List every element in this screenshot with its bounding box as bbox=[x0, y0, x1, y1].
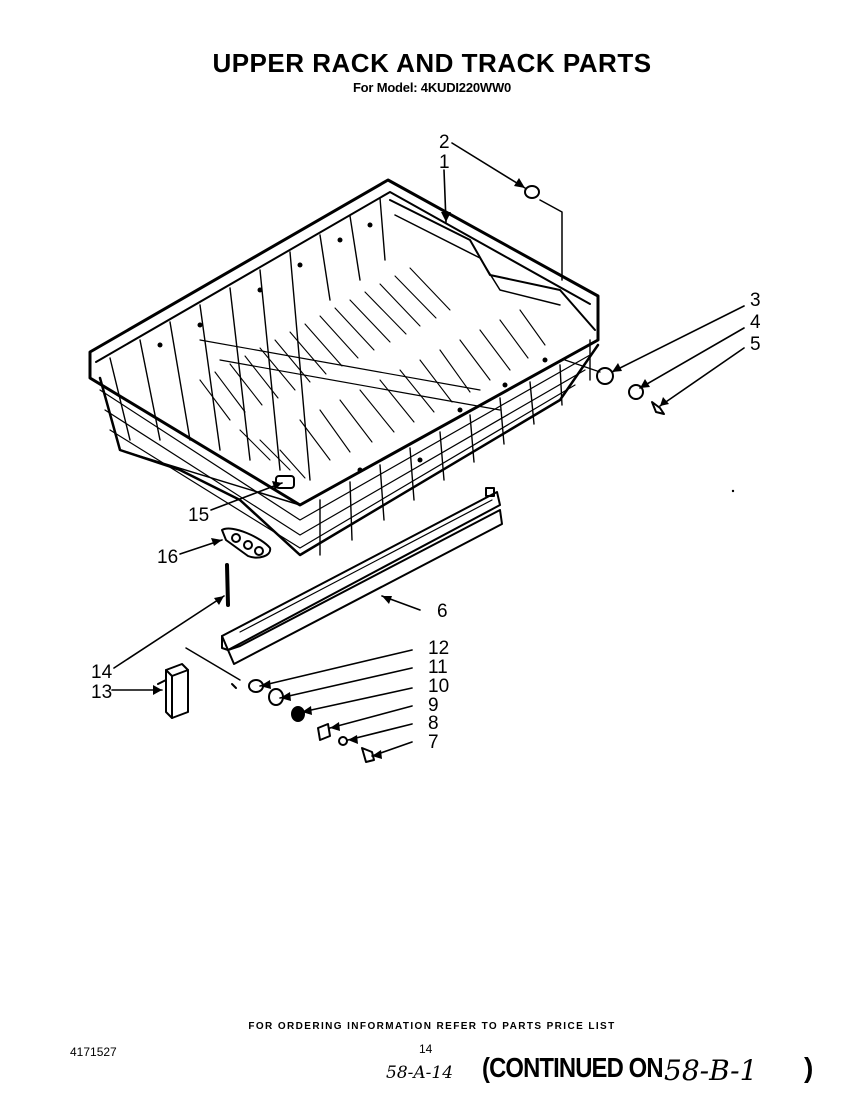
callout-9: 9 bbox=[428, 695, 439, 716]
callout-4: 4 bbox=[750, 312, 761, 333]
callout-12: 12 bbox=[428, 638, 449, 659]
callout-1: 1 bbox=[439, 152, 450, 173]
callout-15: 15 bbox=[188, 505, 209, 526]
scan-speck bbox=[731, 489, 735, 493]
callout-5: 5 bbox=[750, 334, 761, 355]
callout-16: 16 bbox=[157, 547, 178, 568]
callout-2: 2 bbox=[439, 132, 450, 153]
upper-rack-illustration bbox=[88, 178, 600, 557]
handwritten-page-ref: 58-A-14 bbox=[386, 1063, 454, 1083]
page-number: 14 bbox=[419, 1042, 433, 1056]
leader-lines bbox=[111, 142, 745, 757]
callout-14: 14 bbox=[91, 662, 113, 683]
document-part-number: 4171527 bbox=[70, 1045, 117, 1059]
callout-3: 3 bbox=[750, 290, 761, 311]
page-title: UPPER RACK AND TRACK PARTS bbox=[212, 48, 652, 78]
closing-paren: ) bbox=[804, 1052, 814, 1083]
rack-hardware-illustration bbox=[524, 185, 665, 415]
part-6-track-illustration bbox=[221, 487, 503, 665]
ordering-note: FOR ORDERING INFORMATION REFER TO PARTS … bbox=[248, 1021, 616, 1032]
part-14-bar-illustration bbox=[225, 563, 230, 607]
callout-10: 10 bbox=[428, 676, 449, 697]
part-16-stop-illustration bbox=[221, 527, 272, 559]
callout-11: 11 bbox=[428, 657, 448, 678]
handwritten-continued-ref: 58-B-1 bbox=[664, 1054, 758, 1087]
callout-8: 8 bbox=[428, 713, 439, 734]
callout-labels: 2 1 3 4 5 15 16 6 14 13 12 11 10 9 8 7 bbox=[91, 132, 761, 753]
part-13-end-cap-illustration bbox=[157, 663, 189, 719]
callout-7: 7 bbox=[428, 732, 439, 753]
continued-label: (CONTINUED ON bbox=[482, 1052, 664, 1083]
callout-13: 13 bbox=[91, 682, 112, 703]
model-subtitle: For Model: 4KUDI220WW0 bbox=[352, 80, 512, 95]
callout-6: 6 bbox=[437, 601, 448, 622]
